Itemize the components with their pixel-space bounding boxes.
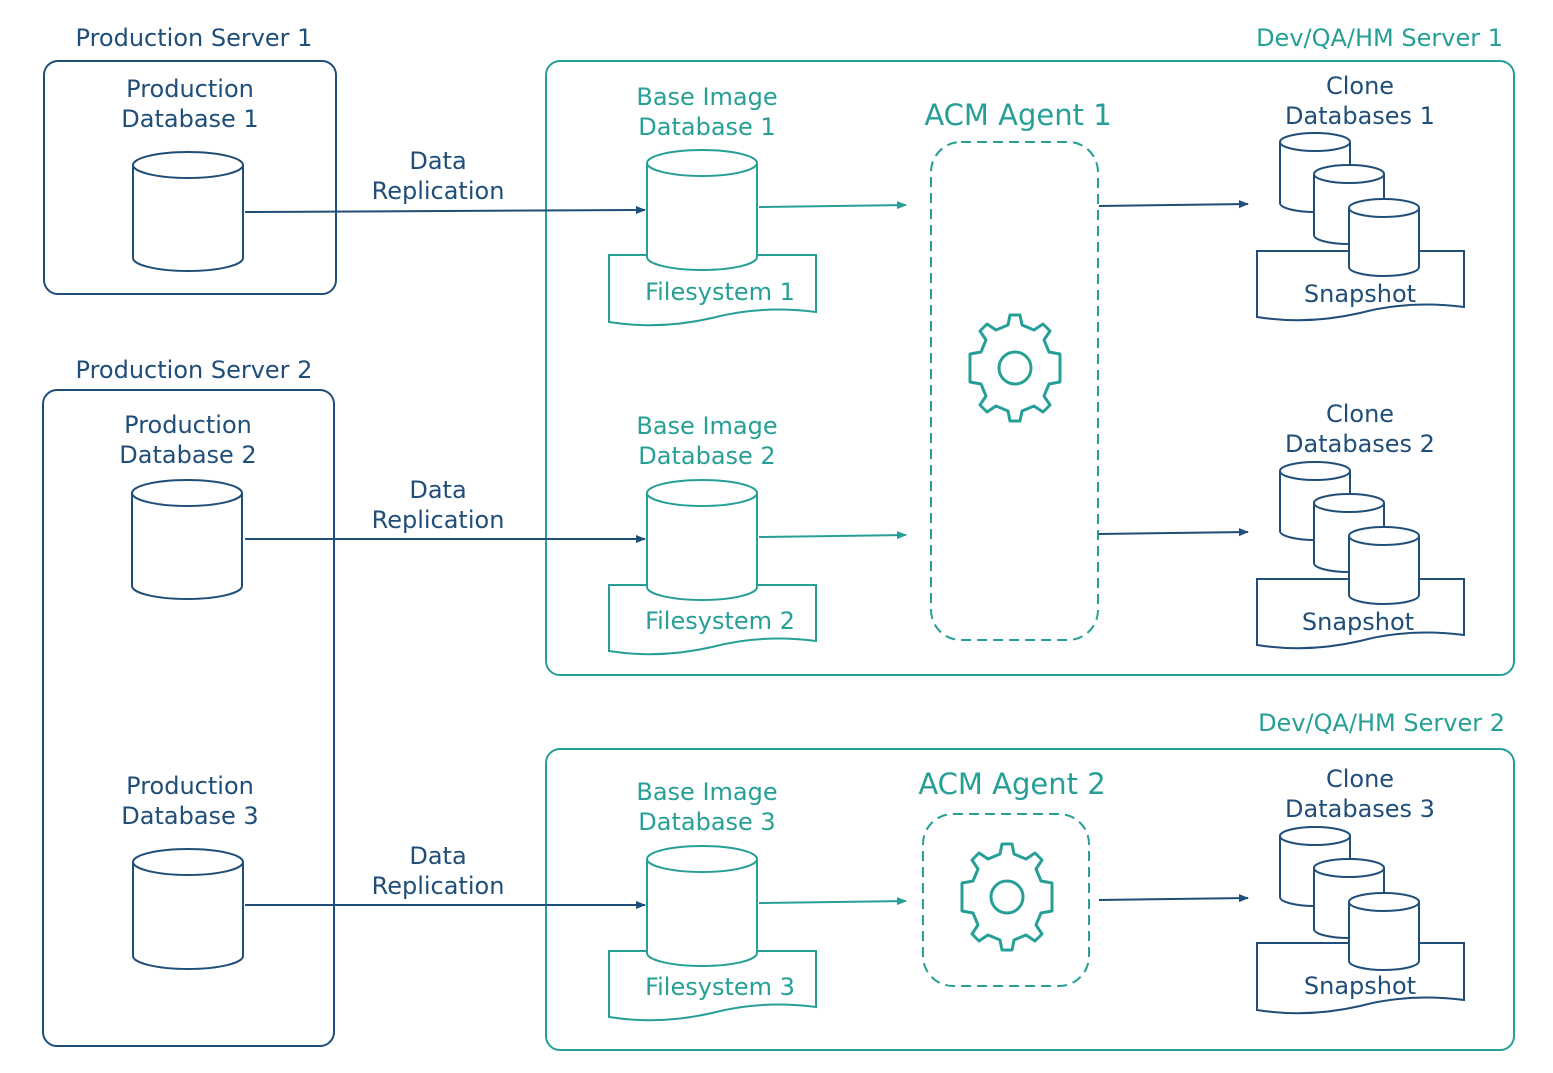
replication-label-2: Data Replication: [372, 476, 505, 534]
cylinder-icon: [132, 151, 244, 272]
production-database-2-label-line1: Production: [124, 411, 252, 439]
filesystem-1-label: Filesystem 1: [645, 278, 795, 306]
acm-agent-2: ACM Agent 2: [918, 767, 1106, 987]
cylinder-icon: [646, 479, 758, 601]
clone-databases-1-label-line1: Clone: [1326, 72, 1394, 100]
production-server-2-box: [42, 389, 335, 1047]
base-image-database-2: Base Image Database 2 Filesystem 2: [608, 412, 817, 656]
base-to-agent-arrow-2: [758, 531, 907, 540]
replication-label-3: Data Replication: [372, 842, 505, 900]
agent-to-clone-arrow-2: [1098, 528, 1249, 537]
production-server-2: Production Server 2 Production Database …: [42, 356, 335, 1047]
dev-server-1-box: [545, 60, 1515, 676]
production-server-2-title: Production Server 2: [76, 356, 313, 384]
base-image-1-label-line1: Base Image: [636, 83, 777, 111]
production-database-2: Production Database 2: [119, 411, 257, 600]
cylinder-icon: [646, 149, 758, 271]
clone-databases-1: Clone Databases 1 Snapshot: [1256, 72, 1465, 322]
agent-to-clone-arrow-1: [1098, 200, 1249, 209]
document-icon: [608, 950, 817, 1022]
production-database-2-label-line2: Database 2: [119, 441, 256, 469]
snapshot-3-label: Snapshot: [1304, 972, 1416, 1000]
clone-databases-2: Clone Databases 2 Snapshot: [1256, 400, 1465, 650]
production-database-1-label-line1: Production: [126, 75, 254, 103]
production-server-1: Production Server 1 Production Database …: [43, 24, 337, 295]
replication-label-1-line1: Data: [409, 147, 466, 175]
cylinder-icon: [1348, 198, 1420, 277]
production-database-1-label-line2: Database 1: [121, 105, 258, 133]
clone-databases-3-label-line1: Clone: [1326, 765, 1394, 793]
cylinder-icon: [132, 848, 244, 970]
filesystem-2-label: Filesystem 2: [645, 607, 795, 635]
dev-server-2: Dev/QA/HM Server 2 Base Image Database 3…: [545, 709, 1515, 1051]
base-image-2-label-line1: Base Image: [636, 412, 777, 440]
production-database-1: Production Database 1: [121, 75, 259, 272]
dev-server-2-box: [545, 748, 1515, 1051]
production-database-3: Production Database 3: [121, 772, 259, 970]
replication-label-3-line1: Data: [409, 842, 466, 870]
base-to-agent-arrow-3: [758, 897, 907, 906]
cylinder-icon: [131, 479, 243, 600]
clone-databases-2-label-line2: Databases 2: [1285, 430, 1435, 458]
clone-databases-2-label-line1: Clone: [1326, 400, 1394, 428]
clone-databases-1-label-line2: Databases 1: [1285, 102, 1435, 130]
document-icon: [608, 254, 817, 327]
acm-agent-1: ACM Agent 1: [924, 98, 1112, 641]
production-server-1-title: Production Server 1: [76, 24, 313, 52]
filesystem-3-label: Filesystem 3: [645, 973, 795, 1001]
dev-server-1: Dev/QA/HM Server 1 Base Image Database 1…: [545, 24, 1515, 676]
replication-label-1: Data Replication: [372, 147, 505, 205]
acm-agent-1-label: ACM Agent 1: [924, 98, 1111, 132]
dev-server-2-title: Dev/QA/HM Server 2: [1258, 709, 1505, 737]
gear-icon: [960, 842, 1054, 952]
acm-agent-2-label: ACM Agent 2: [918, 767, 1105, 801]
production-server-1-box: [43, 60, 337, 295]
document-icon: [608, 584, 817, 656]
replication-label-3-line2: Replication: [372, 872, 505, 900]
cylinder-icon: [1348, 526, 1420, 605]
base-image-database-3: Base Image Database 3 Filesystem 3: [608, 778, 817, 1022]
base-image-1-label-line2: Database 1: [638, 113, 775, 141]
acm-agent-1-box: [930, 141, 1099, 641]
dev-server-1-title: Dev/QA/HM Server 1: [1256, 24, 1503, 52]
base-image-3-label-line2: Database 3: [638, 808, 775, 836]
replication-label-2-line1: Data: [409, 476, 466, 504]
base-to-agent-arrow-1: [758, 201, 907, 210]
gear-icon: [968, 313, 1062, 423]
clone-databases-3-label-line2: Databases 3: [1285, 795, 1435, 823]
replication-arrow-1: [244, 206, 646, 215]
production-database-3-label-line2: Database 3: [121, 802, 258, 830]
cylinder-icon: [1348, 892, 1420, 971]
base-image-3-label-line1: Base Image: [636, 778, 777, 806]
agent-to-clone-arrow-3: [1098, 894, 1249, 903]
snapshot-1-label: Snapshot: [1304, 280, 1416, 308]
base-image-2-label-line2: Database 2: [638, 442, 775, 470]
base-image-database-1: Base Image Database 1 Filesystem 1: [608, 83, 817, 327]
replication-label-1-line2: Replication: [372, 177, 505, 205]
acm-agent-2-box: [922, 813, 1090, 987]
production-database-3-label-line1: Production: [126, 772, 254, 800]
snapshot-2-label: Snapshot: [1302, 608, 1414, 636]
clone-databases-3: Clone Databases 3 Snapshot: [1256, 765, 1465, 1015]
replication-label-2-line2: Replication: [372, 506, 505, 534]
cylinder-icon: [646, 845, 758, 967]
